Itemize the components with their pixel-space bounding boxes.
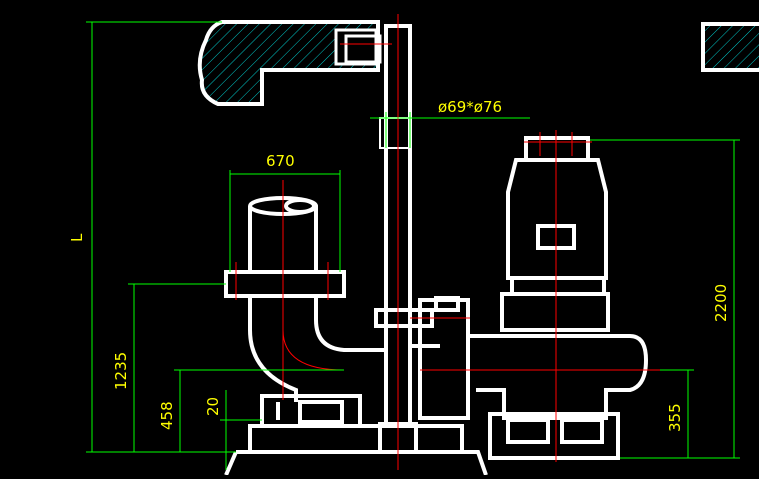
- discharge-pipe: [224, 196, 386, 420]
- dimension-lines: [86, 21, 740, 470]
- guide-rail: [344, 24, 412, 428]
- dimension-labels: ø69*ø76 670 L 1235 458 20 2200 355: [68, 98, 730, 432]
- dim-outlet-width: 670: [266, 152, 295, 170]
- dim-length-label: L: [68, 233, 86, 242]
- dim-pipe-diameter: ø69*ø76: [438, 98, 502, 116]
- dim-flange-height: 458: [158, 401, 176, 430]
- dim-pump-axis-height: 355: [666, 403, 684, 432]
- right-concrete-slab: [701, 22, 759, 72]
- center-lines: [235, 14, 660, 470]
- dim-outlet-height: 1235: [112, 352, 130, 390]
- submersible-pump: [470, 136, 649, 460]
- dim-pump-height: 2200: [712, 284, 730, 322]
- dim-base-offset: 20: [204, 397, 222, 416]
- auto-coupling: [260, 296, 470, 428]
- base-plate: [224, 422, 488, 476]
